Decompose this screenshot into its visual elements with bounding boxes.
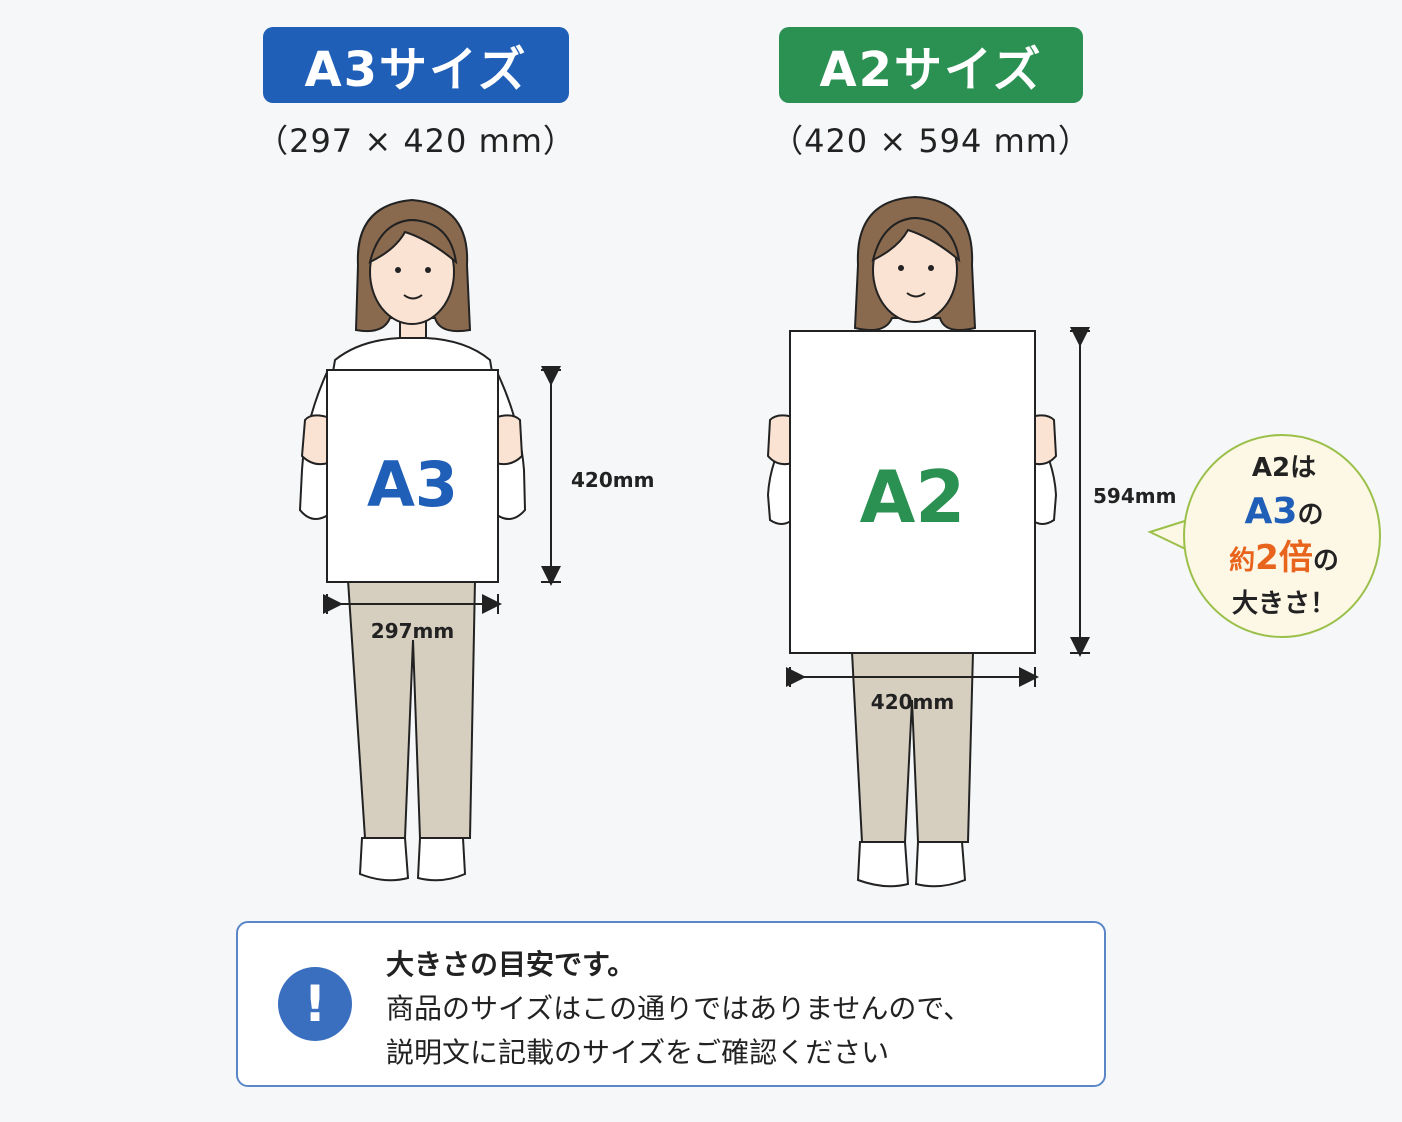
a2-width-dimension-line [786,667,1039,687]
a2-height-dimension-line [1070,327,1090,657]
bubble-line-3-rest: の [1312,546,1339,576]
bubble-line-2: A3の [1186,490,1382,537]
a3-width-dimension-line [323,594,502,614]
bubble-double: 2倍 [1255,538,1313,578]
a2-size-badge: A2サイズ [779,27,1083,103]
a3-size-badge: A3サイズ [263,27,569,103]
notice-box: ! 大きさの目安です。 商品のサイズはこの通りではありませんので、 説明文に記載… [236,921,1106,1087]
exclamation-icon: ! [278,967,352,1041]
a2-height-label: 594mm [1093,484,1177,508]
a3-sheet-label: A3 [366,448,459,521]
notice-line-3: 説明文に記載のサイズをご確認ください [386,1036,890,1069]
a3-height-label: 420mm [571,468,655,492]
a3-width-label: 297mm [370,619,455,643]
a3-sheet [326,369,499,583]
a2-dimensions: （420 × 594 mm） [771,122,1091,160]
notice-text: 大きさの目安です。 商品のサイズはこの通りではありませんので、 説明文に記載のサ… [386,943,971,1075]
a2-sheet [789,330,1036,654]
bubble-line-1: A2は [1251,453,1317,483]
bubble-a3: A3 [1244,491,1298,532]
notice-line-2: 商品のサイズはこの通りではありませんので、 [386,992,972,1025]
a2-width-label: 420mm [870,690,955,714]
bubble-text: A2は A3の 約2倍の 大きさ！ [1186,447,1382,626]
bubble-line-2-rest: の [1297,500,1324,530]
a3-dimensions: （297 × 420 mm） [256,122,576,160]
a3-height-dimension-line [541,366,561,586]
person-a2 [766,195,1058,888]
comparison-speech-bubble [1147,434,1381,638]
a2-sheet-label: A2 [859,455,966,539]
notice-line-1: 大きさの目安です。 [386,948,636,981]
bubble-approx: 約 [1229,546,1256,576]
bubble-line-4: 大きさ！ [1231,589,1336,619]
bubble-line-3: 約2倍の [1186,537,1382,583]
